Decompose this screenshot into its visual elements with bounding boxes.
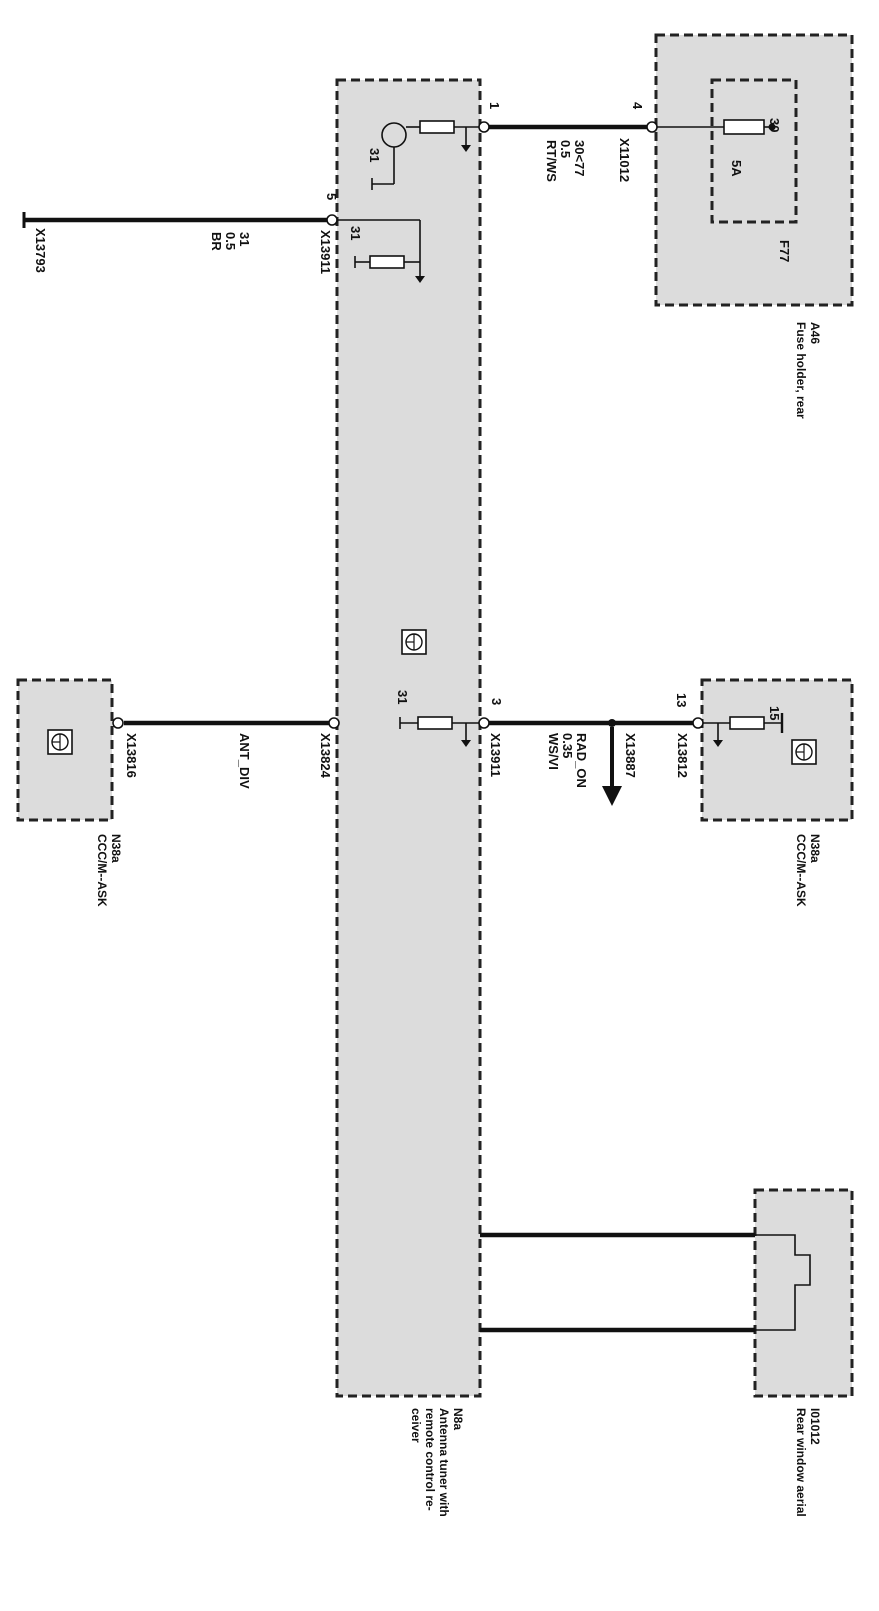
cccm-lower-name: CCC/M--ASK: [95, 834, 109, 907]
pin-3-label: 3: [489, 698, 504, 705]
wire3-circuit: RAD_ON: [574, 733, 589, 788]
connector-x13816: [112, 717, 124, 729]
fuse-id-label: F77: [777, 240, 792, 262]
connector-pin1: [478, 121, 490, 133]
pin-5-label: 5: [324, 193, 339, 200]
pin-13-label: 13: [674, 693, 689, 707]
fuse-holder-id: A46: [808, 322, 822, 344]
antenna-tuner-id: N8a: [451, 1408, 465, 1430]
rear-aerial-name: Rear window aerial: [794, 1408, 808, 1517]
rad-on-arrow: [602, 727, 622, 806]
ground-31-pin3: 31: [395, 690, 410, 704]
pin-1-label: 1: [487, 102, 502, 109]
cccm-upper-id: N38a: [808, 834, 822, 863]
cccm-lower-icon: [47, 729, 73, 755]
pin-4-label: 4: [630, 102, 645, 110]
wire5-circuit: 31: [237, 232, 252, 246]
fuse-holder-name: Fuse holder, rear: [794, 322, 808, 419]
fuse-inner-box: [710, 78, 798, 224]
cccm-upper-icon: [791, 739, 817, 765]
splice-x13887: [608, 719, 616, 727]
connector-x13824: [328, 717, 340, 729]
ground-circuit-pin3: [399, 716, 479, 747]
cccm-upper-name: CCC/M--ASK: [794, 834, 808, 907]
fuse-f77: [657, 119, 776, 135]
antenna-tuner-name-3: ceiver: [409, 1408, 423, 1443]
rear-aerial-symbol: [755, 1234, 811, 1331]
cccm-lower-id: N38a: [109, 834, 123, 863]
fuse-rating-label: 5A: [729, 160, 744, 177]
ground-circuit-pin5: [337, 219, 425, 283]
antenna-tuner-box: [335, 78, 482, 1398]
connector-x13816-label: X13816: [124, 733, 139, 778]
connector-pin3: [478, 717, 490, 729]
wire3-color: WS/VI: [546, 733, 561, 770]
ground-31-upper: 31: [367, 148, 382, 162]
connector-pin5: [326, 214, 338, 226]
wire1-size: 0.5: [558, 140, 573, 158]
connector-x13824-label: X13824: [318, 733, 333, 779]
ground-31-pin5: 31: [348, 226, 363, 240]
rear-aerial-id: I01012: [808, 1408, 822, 1445]
wire3-size: 0.35: [560, 733, 575, 758]
cccm-upper-box: [700, 678, 854, 822]
cccm-upper-circuit: [703, 713, 784, 747]
connector-x13887-label: X13887: [623, 733, 638, 778]
wire1-circuit: 30<77: [572, 140, 587, 177]
ant-div-label: ANT_DIV: [237, 733, 252, 789]
tuner-icon: [401, 629, 427, 655]
connector-pin13: [692, 717, 704, 729]
connector-x11012-label: X11012: [617, 138, 632, 182]
antenna-tuner-name-1: Antenna tuner with: [437, 1408, 451, 1517]
wire5-color: BR: [209, 232, 224, 251]
terminal-30-label: 30: [767, 118, 782, 132]
transistor-circuit-upper: [371, 120, 479, 190]
connector-x13911-pin5: X13911: [318, 230, 333, 274]
wire1-color: RT/WS: [544, 140, 559, 182]
connector-x13812-label: X13812: [675, 733, 690, 778]
rear-aerial-box: [753, 1188, 854, 1398]
connector-x13911-pin3: X13911: [488, 733, 503, 777]
wire5-size: 0.5: [223, 232, 238, 250]
terminal-15-label: 15: [767, 706, 782, 720]
connector-pin4: [646, 121, 658, 133]
antenna-tuner-name-2: remote control re-: [423, 1408, 437, 1511]
connector-x13793-label: X13793: [33, 228, 48, 273]
